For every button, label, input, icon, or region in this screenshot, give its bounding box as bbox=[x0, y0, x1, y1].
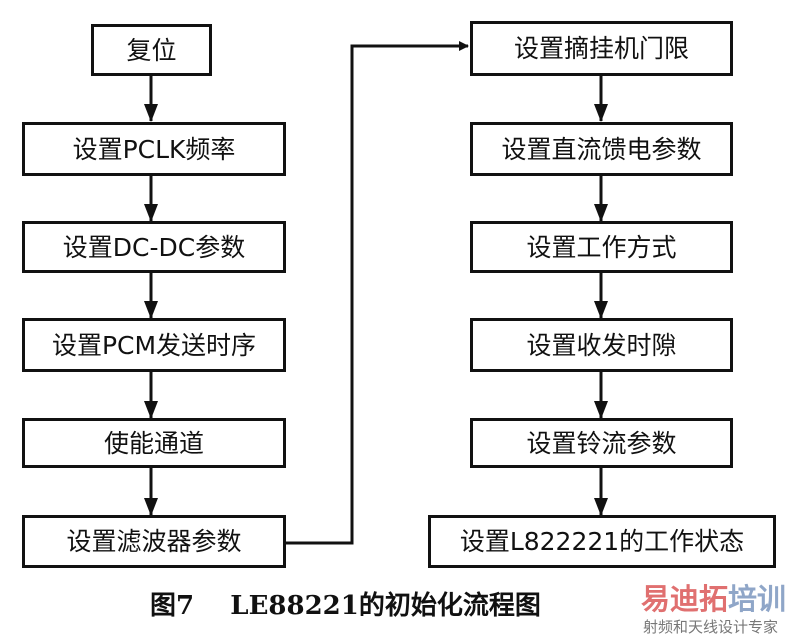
step-filter: 设置滤波器参数 bbox=[22, 515, 286, 568]
arrow bbox=[285, 41, 469, 545]
step-dcdc: 设置DC-DC参数 bbox=[22, 221, 286, 273]
step-pcm: 设置PCM发送时序 bbox=[22, 318, 286, 372]
watermark-logo: 易迪拓培训 bbox=[641, 584, 786, 615]
watermark-brand-a: 易迪拓 bbox=[641, 582, 729, 616]
step-ring: 设置铃流参数 bbox=[470, 418, 733, 468]
step-enable-channel: 使能通道 bbox=[22, 418, 286, 468]
step-hook-threshold: 设置摘挂机门限 bbox=[470, 21, 733, 76]
figure-caption: 图7 LE88221的初始化流程图 bbox=[150, 591, 541, 621]
step-work-state: 设置L822221的工作状态 bbox=[428, 515, 776, 568]
step-dc-feed: 设置直流馈电参数 bbox=[470, 122, 733, 176]
watermark-tagline: 射频和天线设计专家 bbox=[643, 618, 779, 636]
watermark-brand-b: 培训 bbox=[728, 582, 787, 616]
step-work-mode: 设置工作方式 bbox=[470, 221, 733, 273]
step-pclk: 设置PCLK频率 bbox=[22, 122, 286, 176]
step-timeslot: 设置收发时隙 bbox=[470, 318, 733, 372]
step-reset: 复位 bbox=[91, 24, 212, 76]
